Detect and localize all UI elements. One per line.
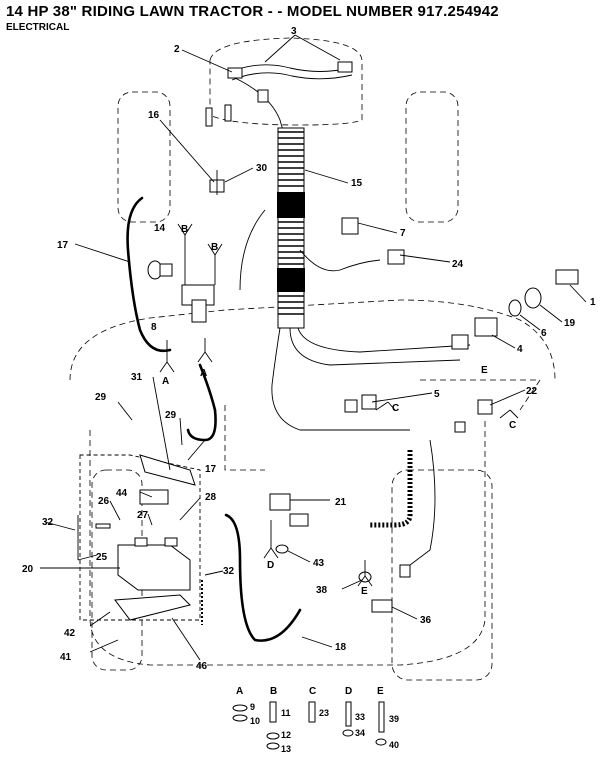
section-label: ELECTRICAL: [6, 22, 70, 33]
key-part-10: 10: [250, 716, 260, 726]
callout-22: 22: [526, 386, 538, 397]
callout-32-right: 32: [223, 566, 235, 577]
callout-24: 24: [452, 259, 464, 270]
callout-29-mid: 29: [165, 410, 177, 421]
ref-e-1: E: [481, 365, 488, 376]
callout-6: 6: [541, 328, 547, 339]
callout-43: 43: [313, 558, 325, 569]
callout-32-left: 32: [42, 517, 54, 528]
ref-d: D: [267, 560, 274, 571]
callout-15: 15: [351, 178, 363, 189]
callout-16: 16: [148, 110, 160, 121]
callout-labels: 3 2 16 30 15 17 14 B B 8 A A 7 24 1 19 6…: [22, 26, 596, 672]
callout-3: 3: [291, 26, 297, 37]
tractor-outline: [69, 37, 556, 681]
key-part-11: 11: [281, 708, 291, 718]
callout-18: 18: [335, 642, 347, 653]
hardware-key: A 9 10 B 11 12 13 C 23 D 33 34 E 39 40: [232, 686, 399, 754]
callout-14: 14: [154, 223, 166, 234]
leader-lines: [40, 34, 587, 661]
callout-20: 20: [22, 564, 34, 575]
callout-27: 27: [137, 510, 149, 521]
callout-42: 42: [64, 628, 76, 639]
callout-2: 2: [174, 44, 180, 55]
reference-arrows: [159, 223, 519, 587]
callout-41: 41: [60, 652, 72, 663]
callout-30: 30: [256, 163, 268, 174]
solenoid-group: [147, 104, 232, 323]
battery-assembly: [77, 454, 203, 625]
callout-8: 8: [151, 322, 157, 333]
callout-17-top: 17: [57, 240, 69, 251]
key-letter-a: A: [236, 686, 243, 697]
callout-5: 5: [434, 389, 440, 400]
callout-1: 1: [590, 297, 596, 308]
callout-7: 7: [400, 228, 406, 239]
callout-31: 31: [131, 372, 143, 383]
callout-19: 19: [564, 318, 576, 329]
callout-26: 26: [98, 496, 110, 507]
key-part-39: 39: [389, 714, 399, 724]
callout-25: 25: [96, 552, 108, 563]
ref-c-1: C: [392, 403, 399, 414]
callout-28: 28: [205, 492, 217, 503]
ref-a-1: A: [162, 376, 169, 387]
key-part-23: 23: [319, 708, 329, 718]
key-letter-d: D: [345, 686, 352, 697]
key-part-9: 9: [250, 702, 255, 712]
ref-c-2: C: [509, 420, 516, 431]
key-part-34: 34: [355, 728, 365, 738]
callout-4: 4: [517, 344, 523, 355]
key-part-40: 40: [389, 740, 399, 750]
diagram-title: 14 HP 38" RIDING LAWN TRACTOR - - MODEL …: [6, 3, 499, 20]
callout-38: 38: [316, 585, 328, 596]
headlight-harness: [227, 61, 353, 151]
key-letter-e: E: [377, 686, 384, 697]
callout-29-left: 29: [95, 392, 107, 403]
ref-b-2: B: [211, 242, 218, 253]
main-harness-loom: [239, 127, 471, 431]
key-letter-c: C: [309, 686, 316, 697]
ref-e-2: E: [361, 586, 368, 597]
battery-cables: [126, 196, 302, 642]
callout-44: 44: [116, 488, 128, 499]
key-part-33: 33: [355, 712, 365, 722]
callout-17-bottom: 17: [205, 464, 217, 475]
callout-46: 46: [196, 661, 208, 672]
callout-21: 21: [335, 497, 347, 508]
ref-b-1: B: [181, 224, 188, 235]
key-part-13: 13: [281, 744, 291, 754]
key-part-12: 12: [281, 730, 291, 740]
right-components: [341, 217, 579, 433]
ref-a-2: A: [200, 368, 207, 379]
key-letter-b: B: [270, 686, 277, 697]
coiled-cord: [370, 439, 436, 566]
callout-36: 36: [420, 615, 432, 626]
